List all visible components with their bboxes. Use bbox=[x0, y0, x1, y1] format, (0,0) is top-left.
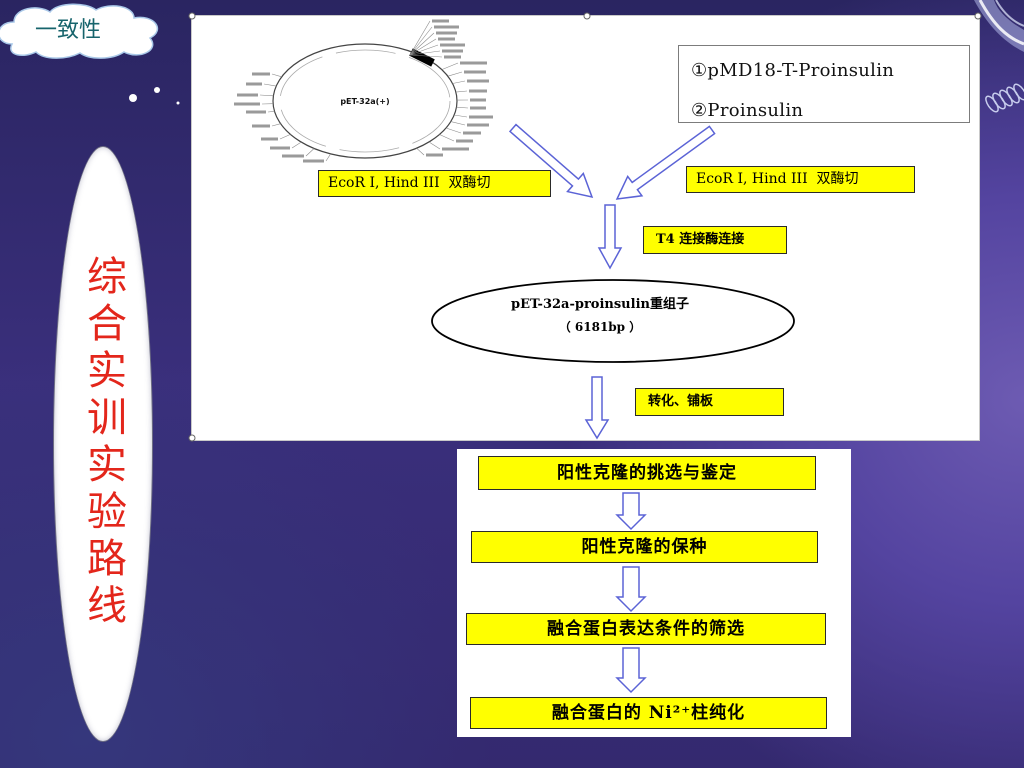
side-title: 综合实训实验路线 bbox=[80, 255, 126, 631]
step-box-2: 阳性克隆的保种 bbox=[471, 531, 818, 563]
recombinant-name: pET-32a-proinsulin重组子 bbox=[511, 297, 689, 312]
recombinant-label: pET-32a-proinsulin重组子 （ 6181bp ） bbox=[420, 296, 780, 336]
digest-box-right: EcoR I, Hind III 双酶切 bbox=[686, 166, 915, 193]
steps-panel bbox=[457, 449, 851, 737]
step-box-1: 阳性克隆的挑选与鉴定 bbox=[478, 456, 816, 490]
step-box-3: 融合蛋白表达条件的筛选 bbox=[466, 613, 826, 645]
badge-label: 一致性 bbox=[34, 18, 101, 43]
source-box: ①pMD18-T-Proinsulin ②Proinsulin bbox=[678, 45, 970, 123]
transformation-box: 转化、铺板 bbox=[635, 388, 784, 416]
side-title-ellipse: 综合实训实验路线 bbox=[53, 146, 153, 742]
ligation-box: T4 连接酶连接 bbox=[643, 226, 787, 254]
step-box-4: 融合蛋白的 Ni²⁺柱纯化 bbox=[470, 697, 827, 729]
source-line-2: ②Proinsulin bbox=[691, 100, 804, 121]
badge-cloud bbox=[0, 3, 158, 59]
decorative-swoosh bbox=[974, 0, 1024, 113]
recombinant-size: （ 6181bp ） bbox=[558, 320, 642, 334]
digest-box-left: EcoR I, Hind III 双酶切 bbox=[318, 170, 551, 197]
decorative-dots bbox=[129, 87, 180, 105]
source-line-1: ①pMD18-T-Proinsulin bbox=[691, 60, 895, 81]
